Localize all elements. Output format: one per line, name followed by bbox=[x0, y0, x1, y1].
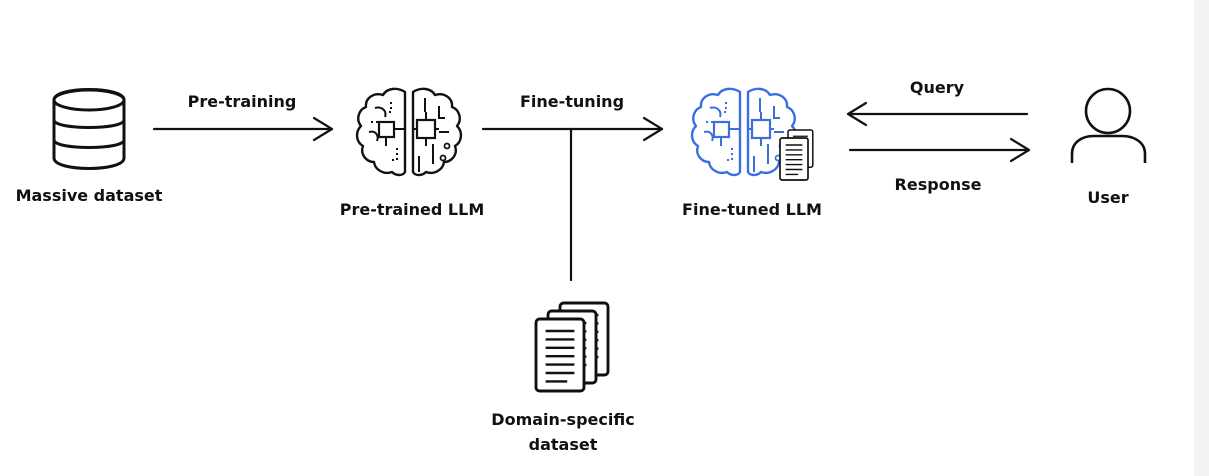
database-icon bbox=[52, 88, 126, 170]
node-label-domain-dataset-line2: dataset bbox=[528, 435, 598, 454]
brain-chip-icon bbox=[355, 87, 463, 177]
node-label-domain-dataset-line1: Domain-specific bbox=[491, 410, 635, 429]
edge-label-pretraining: Pre-training bbox=[187, 92, 297, 111]
edge-label-finetuning: Fine-tuning bbox=[519, 92, 625, 111]
right-edge-strip bbox=[1194, 0, 1209, 476]
edge-label-query: Query bbox=[909, 78, 965, 97]
pretraining-arrow bbox=[152, 116, 334, 142]
node-label-massive-dataset: Massive dataset bbox=[15, 186, 163, 205]
node-label-pretrained-llm: Pre-trained LLM bbox=[339, 200, 485, 219]
query-arrow bbox=[846, 101, 1029, 127]
response-arrow bbox=[848, 137, 1031, 163]
node-label-user: User bbox=[1087, 188, 1129, 207]
user-icon bbox=[1070, 87, 1147, 163]
brain-chip-documents-icon bbox=[690, 87, 814, 181]
node-label-finetuned-llm: Fine-tuned LLM bbox=[682, 200, 822, 219]
documents-stack-icon bbox=[534, 301, 610, 393]
finetuning-arrow bbox=[481, 116, 664, 142]
edge-label-response: Response bbox=[894, 175, 982, 194]
